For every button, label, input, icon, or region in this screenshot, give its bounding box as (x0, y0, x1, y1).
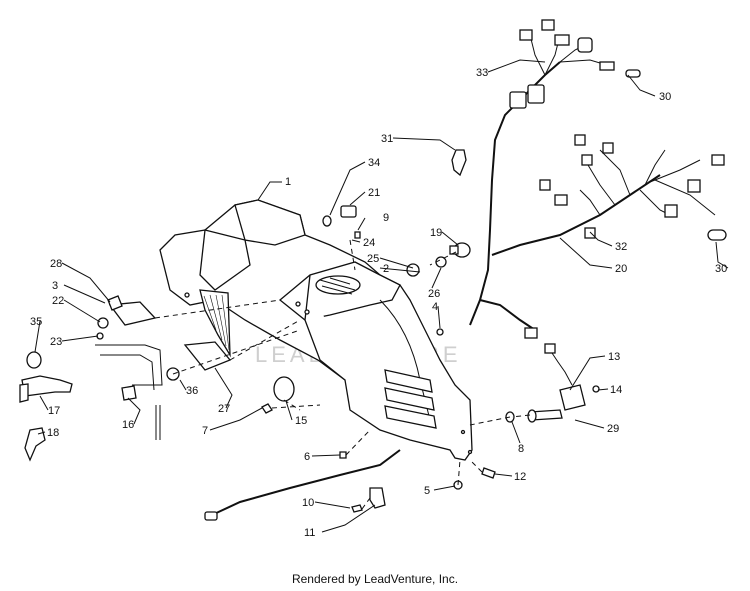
callout-labels: 1 2 3 4 5 6 7 8 9 10 11 12 13 14 15 16 1… (30, 67, 727, 539)
callout-30-top: 30 (659, 91, 671, 103)
callout-3: 3 (52, 280, 58, 292)
callout-19: 19 (430, 227, 442, 239)
callout-2: 2 (383, 263, 389, 275)
callout-15: 15 (295, 415, 307, 427)
callout-34: 34 (368, 157, 380, 169)
callout-29: 29 (607, 423, 619, 435)
callout-6: 6 (304, 451, 310, 463)
callout-12: 12 (514, 471, 526, 483)
callout-30-right: 30 (715, 263, 727, 275)
callout-27: 27 (218, 403, 230, 415)
callout-7: 7 (202, 425, 208, 437)
callout-36: 36 (186, 385, 198, 397)
callout-33: 33 (476, 67, 488, 79)
callout-8: 8 (518, 443, 524, 455)
footer-credit: Rendered by LeadVenture, Inc. (291, 572, 459, 586)
console-housing (159, 199, 473, 461)
callout-4: 4 (432, 301, 438, 313)
callout-10: 10 (302, 497, 314, 509)
callout-11: 11 (304, 527, 315, 539)
callout-5: 5 (424, 485, 430, 497)
small-parts (19, 205, 600, 521)
callout-18: 18 (47, 427, 59, 439)
callout-21: 21 (368, 187, 380, 199)
callout-22: 22 (52, 295, 64, 307)
callout-31: 31 (381, 133, 393, 145)
callout-32: 32 (615, 241, 627, 253)
callout-26: 26 (428, 288, 440, 300)
callout-25: 25 (367, 253, 379, 265)
leader-lines (34, 59, 729, 533)
callout-35: 35 (30, 316, 42, 328)
callout-28: 28 (50, 258, 62, 270)
callout-17: 17 (48, 405, 60, 417)
callout-13: 13 (608, 351, 620, 363)
callout-16: 16 (122, 419, 134, 431)
wiring-harness (451, 19, 727, 339)
callout-9: 9 (383, 212, 389, 224)
callout-14: 14 (610, 384, 622, 396)
callout-20: 20 (615, 263, 627, 275)
callout-24: 24 (363, 237, 375, 249)
callout-1: 1 (285, 176, 291, 188)
callout-23: 23 (50, 336, 62, 348)
